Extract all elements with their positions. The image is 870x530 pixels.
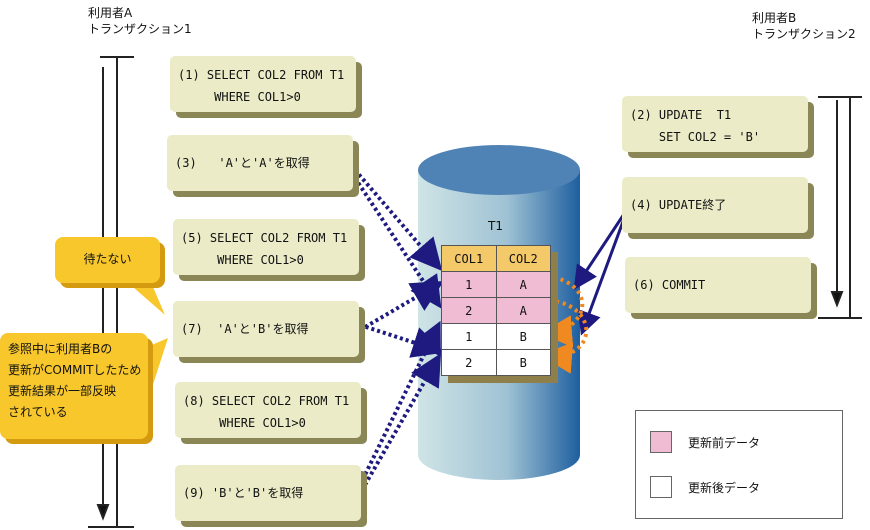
legend-swatch-before (650, 431, 672, 453)
user-a-label: 利用者A トランザクション1 (88, 6, 192, 36)
change-arrows (539, 273, 589, 374)
step-9-box: (9) 'B'と'B'を取得 (175, 465, 361, 521)
legend-swatch-after (650, 476, 672, 498)
legend-after-label: 更新後データ (688, 481, 761, 495)
callout-no-wait: 待たない (55, 237, 160, 283)
table-name: T1 (488, 219, 503, 233)
cell: 2 (441, 297, 497, 324)
timeline-b (818, 96, 862, 319)
step-4-box: (4) UPDATE終了 (622, 177, 808, 233)
step-2-box: (2) UPDATE T1 SET COL2 = 'B' (622, 96, 808, 152)
legend: 更新前データ 更新後データ (635, 410, 843, 519)
callout-partial-reflect: 参照中に利用者Bの 更新がCOMMITしたため 更新結果が一部反映 されている (0, 333, 148, 439)
cell: A (495, 271, 551, 298)
header-col1: COL1 (441, 245, 497, 272)
step-6-box: (6) COMMIT (625, 257, 811, 313)
step-1-box: (1) SELECT COL2 FROM T1 WHERE COL1>0 (170, 56, 356, 112)
cell: A (495, 297, 551, 324)
cell: B (495, 349, 551, 376)
header-col2: COL2 (495, 245, 551, 272)
legend-before-label: 更新前データ (688, 436, 761, 450)
cell: 1 (441, 323, 497, 350)
update-arrows (573, 207, 630, 336)
step-7-box: (7) 'A'と'B'を取得 (173, 301, 359, 357)
cell: 1 (441, 271, 497, 298)
user-b-label: 利用者B トランザクション2 (752, 11, 856, 41)
read-arrows (353, 168, 445, 491)
step-3-box: (3) 'A'と'A'を取得 (167, 135, 353, 191)
cell: B (495, 323, 551, 350)
cell: 2 (441, 349, 497, 376)
step-5-box: (5) SELECT COL2 FROM T1 WHERE COL1>0 (173, 219, 359, 275)
step-8-box: (8) SELECT COL2 FROM T1 WHERE COL1>0 (175, 382, 361, 438)
